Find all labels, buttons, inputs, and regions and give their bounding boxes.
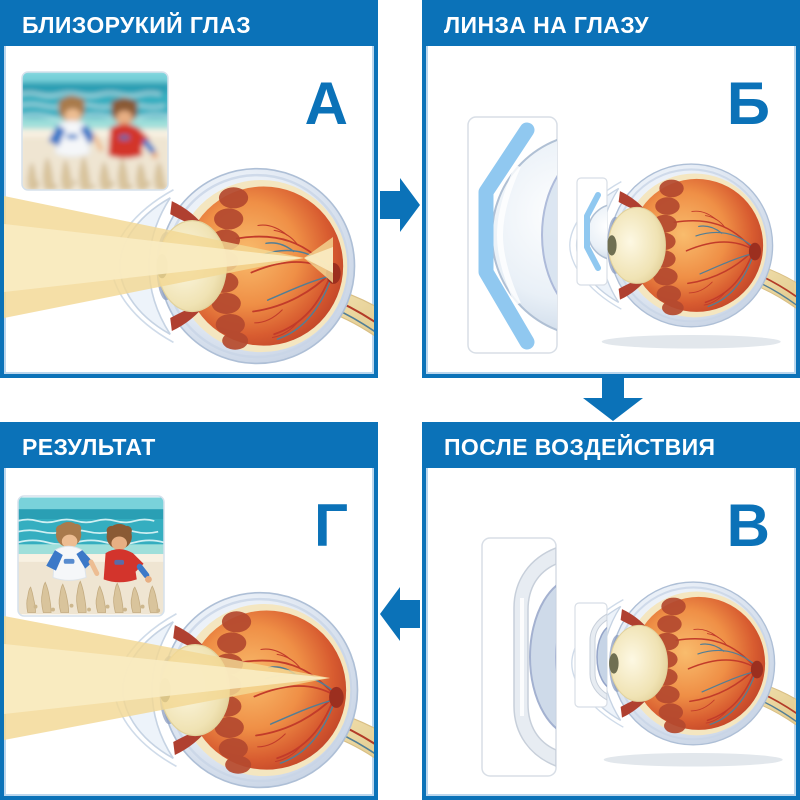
panel-header: ПОСЛЕ ВОЗДЕЙСТВИЯ: [426, 426, 796, 468]
flattened-cornea-illustration: [481, 537, 796, 777]
panel-title: ПОСЛЕ ВОЗДЕЙСТВИЯ: [444, 433, 716, 460]
panel-myopic-eye: БЛИЗОРУКИЙ ГЛАЗ А: [0, 0, 378, 378]
panel-letter-v: В: [726, 492, 770, 559]
flattened-cornea-shape: [513, 546, 556, 768]
panel-title: РЕЗУЛЬТАТ: [22, 433, 156, 460]
panel-result: РЕЗУЛЬТАТ Г: [0, 422, 378, 800]
flattened-cornea-shape-small: [589, 613, 607, 701]
panel-lens-on-eye: ЛИНЗА НА ГЛАЗУ Б: [422, 0, 800, 378]
small-lens-inset: [576, 177, 608, 286]
magnified-lens-inset: [467, 116, 558, 354]
light-beam-defocused: [4, 196, 333, 318]
arrow-left-icon: [380, 587, 420, 641]
panel-letter-b: Б: [726, 70, 770, 137]
panel-letter-a: А: [304, 70, 348, 137]
panel-title: ЛИНЗА НА ГЛАЗУ: [444, 11, 649, 38]
panel-header: РЕЗУЛЬТАТ: [4, 426, 374, 468]
panel-title: БЛИЗОРУКИЙ ГЛАЗ: [22, 11, 252, 38]
panel-header: ЛИНЗА НА ГЛАЗУ: [426, 4, 796, 46]
panel-after-treatment: ПОСЛЕ ВОЗДЕЙСТВИЯ В: [422, 422, 800, 800]
magnified-cornea-inset: [481, 537, 557, 777]
small-cornea-inset: [574, 602, 608, 708]
blurred-beach-photo: [21, 71, 169, 191]
light-beam-focused: [4, 616, 330, 740]
myopic-eye-illustration: [4, 71, 374, 374]
panel-letter-g: Г: [313, 492, 348, 559]
corrected-eye-illustration: [4, 495, 374, 796]
contact-lens-shape-small: [584, 192, 601, 271]
arrow-down-icon: [583, 378, 643, 421]
arrow-right-icon: [380, 178, 420, 232]
contact-lens-shape: [478, 122, 535, 350]
panel-header: БЛИЗОРУКИЙ ГЛАЗ: [4, 4, 374, 46]
lens-on-eye-illustration: [467, 116, 796, 354]
sharp-beach-photo: [17, 495, 165, 617]
